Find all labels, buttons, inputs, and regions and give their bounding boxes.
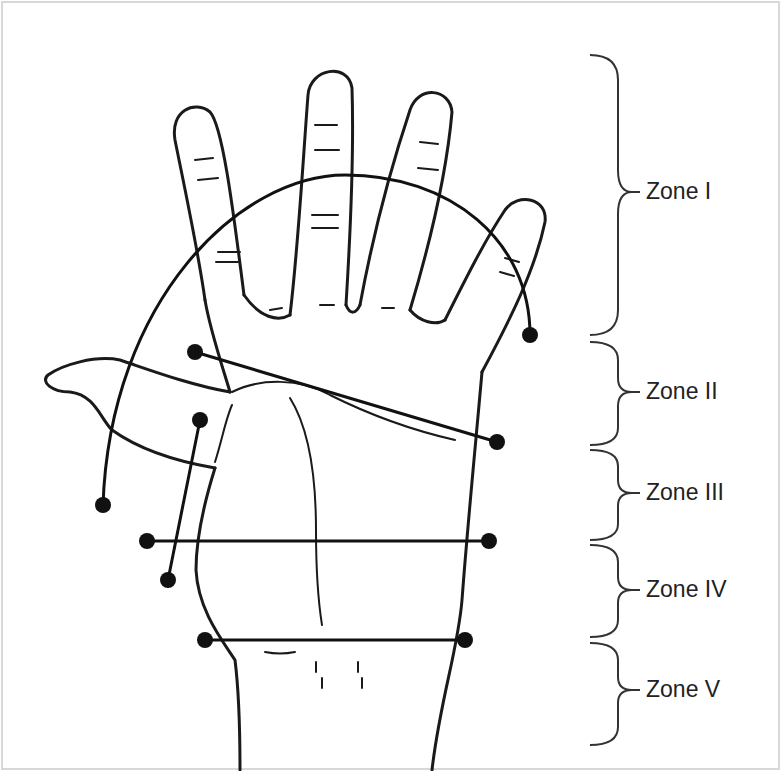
zone-label: Zone III	[646, 480, 724, 505]
zone-brackets	[590, 55, 640, 745]
zone-dots	[95, 327, 538, 648]
zone-label: Zone IV	[646, 577, 727, 602]
zone-label: Zone II	[646, 379, 718, 404]
zone-lines	[103, 175, 530, 640]
zone-label: Zone V	[646, 677, 720, 702]
hand-outline	[45, 71, 545, 770]
zone-label: Zone I	[646, 179, 711, 204]
